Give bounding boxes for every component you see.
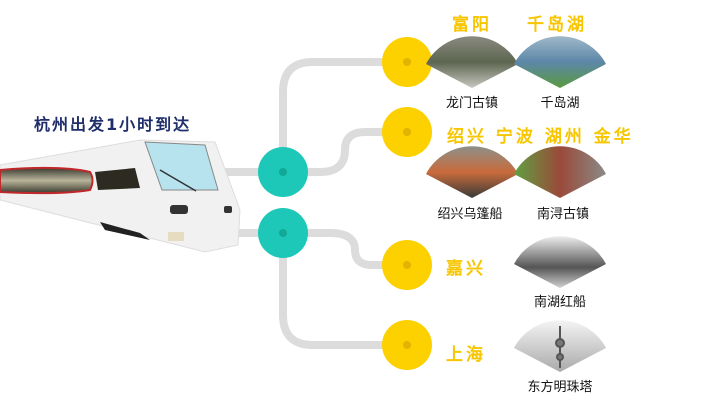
city-label-qiandaohu: 千岛湖 bbox=[527, 15, 587, 35]
spot-caption: 龙门古镇 bbox=[445, 96, 499, 111]
fan-image-nanhu bbox=[514, 236, 606, 288]
line-hub2-jiaxing bbox=[279, 229, 386, 269]
city-label-shanghai: 上海 bbox=[446, 345, 486, 365]
pearl-tower-icon bbox=[555, 326, 565, 368]
fan-image-nanxun bbox=[514, 146, 606, 198]
stop-node-fuyang bbox=[382, 37, 432, 87]
fan-image-wupeng bbox=[426, 146, 518, 198]
stop-node-jiaxing bbox=[382, 240, 432, 290]
city-label-shaoxing-group: 绍兴 宁波 湖州 金华 bbox=[447, 127, 634, 147]
city-label-fuyang: 富阳 bbox=[452, 15, 492, 35]
stop-node-shaoxing bbox=[382, 107, 432, 157]
spot-caption: 南湖红船 bbox=[533, 295, 587, 310]
line-hub1-fuyang bbox=[279, 58, 386, 176]
spot-caption: 千岛湖 bbox=[540, 96, 580, 111]
train-illustration bbox=[0, 139, 241, 253]
route-lines bbox=[211, 58, 386, 349]
hub-node-2 bbox=[258, 208, 308, 258]
hub-node-1 bbox=[258, 147, 308, 197]
stop-node-shanghai bbox=[382, 320, 432, 370]
fan-image-longmen bbox=[426, 36, 518, 88]
page-title: 杭州出发1小时到达 bbox=[34, 115, 192, 134]
line-hub1-shaoxing bbox=[279, 128, 386, 176]
city-label-jiaxing: 嘉兴 bbox=[446, 259, 486, 279]
fan-image-qiandaohu bbox=[514, 36, 606, 88]
spot-caption: 东方明珠塔 bbox=[527, 380, 593, 395]
spot-caption: 南浔古镇 bbox=[536, 207, 590, 222]
line-hub2-shanghai bbox=[279, 229, 386, 349]
spot-caption: 绍兴乌篷船 bbox=[437, 207, 503, 222]
